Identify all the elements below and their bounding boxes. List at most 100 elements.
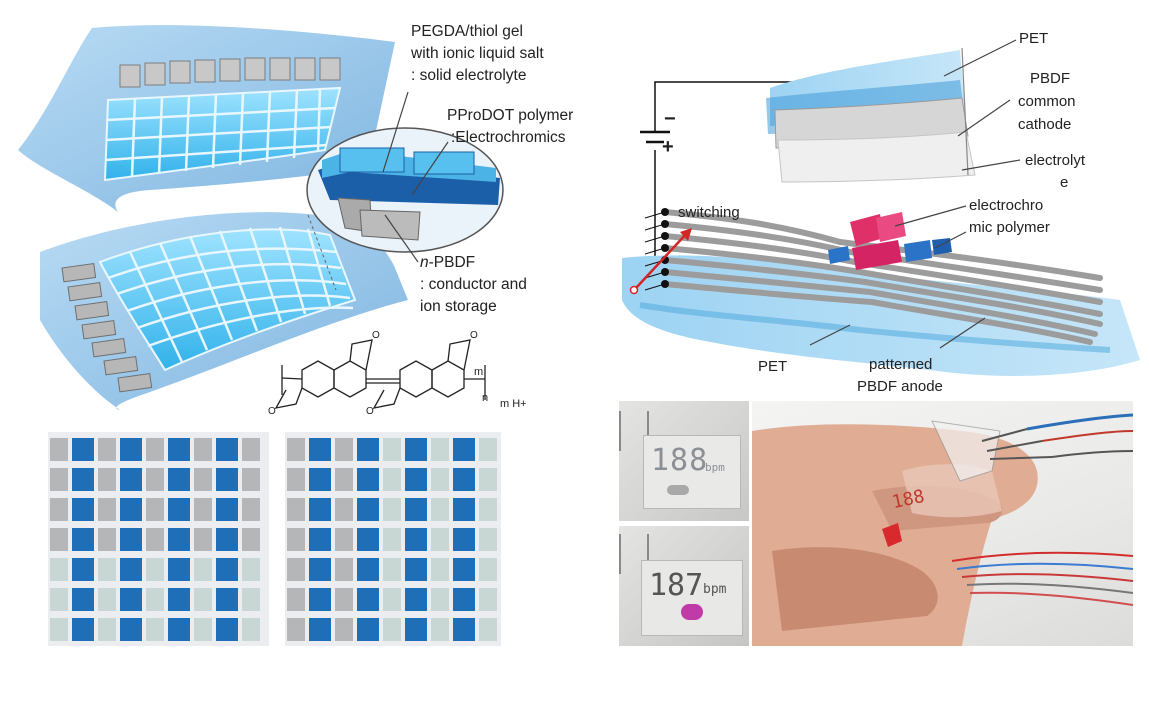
pixel-cell: [168, 438, 190, 461]
pixel-cell: [309, 438, 331, 461]
pixel-cell: [479, 558, 497, 581]
label-conductor-line2: : conductor and: [420, 276, 527, 293]
pixel-cell: [50, 438, 68, 461]
pixel-cell: [120, 618, 142, 641]
label-cathode-line2: common: [1018, 93, 1076, 110]
pixel-cell: [309, 618, 331, 641]
label-pet-bottom: PET: [758, 358, 788, 375]
label-pet-top: PET: [1019, 30, 1049, 47]
pixel-cell: [242, 558, 260, 581]
electrolyte-layer: [777, 131, 976, 183]
pixel-cell: [216, 618, 238, 641]
pixel-cell: [479, 528, 497, 551]
pixel-cell: [479, 438, 497, 461]
pixel-cell: [357, 468, 379, 491]
pixel-cell: [146, 528, 164, 551]
pixel-cell: [216, 468, 238, 491]
pixel-cell: [216, 438, 238, 461]
pixel-cell: [216, 498, 238, 521]
zoom-layer-stack: [318, 147, 500, 241]
pixel-cell: [287, 438, 305, 461]
pixel-cell: [357, 438, 379, 461]
pixel-cell: [98, 558, 116, 581]
svg-text:O: O: [366, 406, 374, 417]
pixel-array-photo-left: [48, 432, 269, 646]
pixel-cell: [168, 498, 190, 521]
pixel-cell: [98, 528, 116, 551]
pixel-cell: [453, 468, 475, 491]
pixel-cell: [383, 498, 401, 521]
pixel-cell: [216, 528, 238, 551]
pixel-cell: [309, 498, 331, 521]
pixel-cell: [309, 588, 331, 611]
pixel-cell: [287, 498, 305, 521]
pixel-cell: [287, 588, 305, 611]
label-cathode-line1: PBDF: [1030, 70, 1071, 87]
pixel-cell: [72, 588, 94, 611]
display-bottom-unit: bpm: [703, 582, 727, 597]
pixel-cell: [242, 498, 260, 521]
pixel-cell: [405, 438, 427, 461]
pixel-cell: [98, 468, 116, 491]
pixel-cell: [120, 528, 142, 551]
pixel-cell: [335, 498, 353, 521]
label-conductor-line1: n-PBDF: [420, 253, 475, 273]
pixel-cell: [146, 468, 164, 491]
pixel-cell: [50, 588, 68, 611]
pixel-cell: [242, 438, 260, 461]
pixel-cell: [72, 468, 94, 491]
lower-electrodes: [61, 262, 153, 393]
patterned-anode: [662, 209, 1103, 345]
pixel-cell: [405, 468, 427, 491]
label-electrolyte-line3: : solid electrolyte: [411, 67, 527, 84]
pixel-cell: [50, 558, 68, 581]
label-electrolyte-r-line1: electrolyt: [1025, 152, 1086, 169]
pixel-cell: [431, 528, 449, 551]
chem-label-n: n: [482, 392, 489, 404]
pixel-cell: [453, 498, 475, 521]
label-polymer-line2: mic polymer: [969, 219, 1050, 236]
pixel-cell: [146, 588, 164, 611]
pixel-cell: [405, 588, 427, 611]
pixel-cell: [146, 558, 164, 581]
pixel-cell: [98, 618, 116, 641]
label-conductor-name: -PBDF: [428, 254, 476, 271]
pixel-cell: [194, 528, 212, 551]
display-top-unit: bpm: [705, 461, 725, 474]
display-photo-bottom: 187 bpm: [619, 526, 749, 646]
pixel-cell: [50, 498, 68, 521]
pixel-cell: [335, 468, 353, 491]
pixel-cell: [168, 528, 190, 551]
pixel-cell: [383, 528, 401, 551]
pixel-cell: [335, 558, 353, 581]
svg-text:O: O: [372, 330, 380, 341]
pixel-cell: [383, 618, 401, 641]
label-electrochromic-line1: PProDOT polymer: [447, 107, 574, 124]
pixel-cell: [120, 468, 142, 491]
pbdf-chemical-structure: [274, 339, 486, 409]
pixel-cell: [50, 528, 68, 551]
pixel-cell: [357, 498, 379, 521]
pixel-cell: [405, 558, 427, 581]
pixel-cell: [405, 498, 427, 521]
pixel-cell: [194, 588, 212, 611]
pixel-cell: [357, 558, 379, 581]
pixel-cell: [309, 528, 331, 551]
svg-text:O: O: [470, 330, 478, 341]
pixel-cell: [453, 528, 475, 551]
pixel-cell: [242, 468, 260, 491]
pixel-cell: [194, 558, 212, 581]
pixel-cell: [431, 558, 449, 581]
pixel-cell: [287, 618, 305, 641]
pixel-cell: [50, 618, 68, 641]
pixel-cell: [405, 618, 427, 641]
label-conductor-prefix: n: [420, 254, 429, 271]
label-cathode-line3: cathode: [1018, 116, 1072, 133]
pixel-cell: [453, 558, 475, 581]
label-anode-line1: patterned: [869, 356, 933, 373]
pixel-cell: [98, 588, 116, 611]
pixel-cell: [383, 438, 401, 461]
pixel-cell: [120, 438, 142, 461]
electrochromic-pixels: [828, 212, 952, 270]
